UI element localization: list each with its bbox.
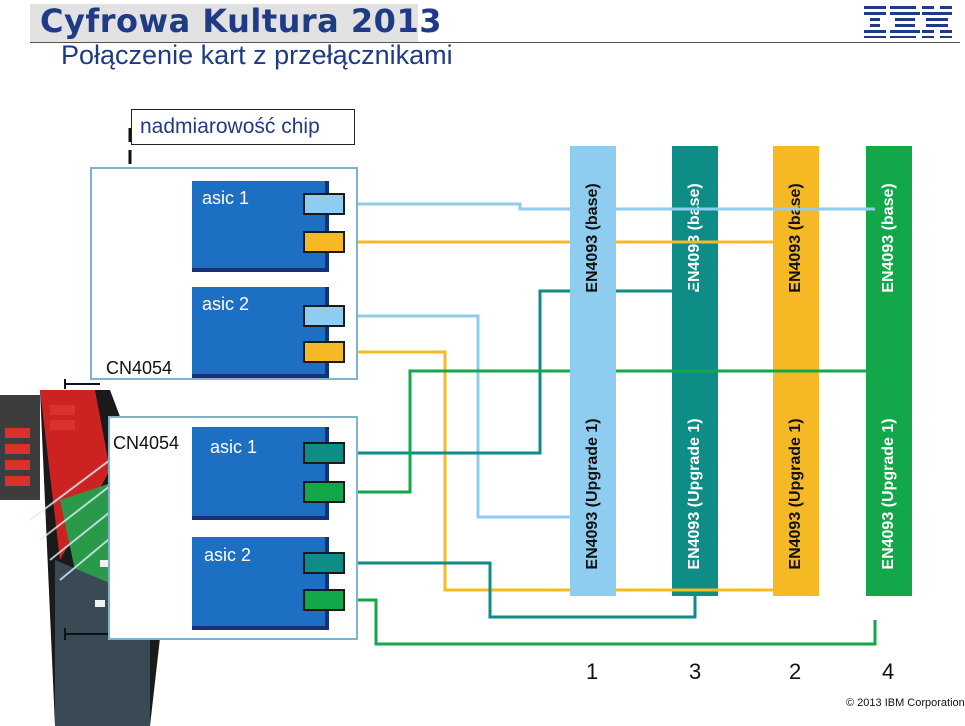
switch-number-2: 2 bbox=[789, 659, 802, 684]
bracket-card1 bbox=[64, 379, 100, 389]
asic-label: asic 2 bbox=[204, 545, 252, 565]
switch-1-base-label: EN4093 (base) bbox=[584, 183, 601, 293]
wire-c2a2-teal bbox=[345, 561, 695, 619]
asic-label: asic 1 bbox=[210, 437, 258, 457]
switch-column-1: EN4093 (base) EN4093 (Upgrade 1) bbox=[570, 146, 616, 596]
switch-2-base-label: EN4093 (base) bbox=[787, 183, 804, 293]
event-logo bbox=[30, 4, 418, 42]
card-1-asic-1-port-2 bbox=[303, 231, 345, 253]
card-1-label: CN4054 bbox=[106, 358, 173, 378]
page-title: Połączenie kart z przełącznikami bbox=[61, 40, 453, 70]
switch-column-4: EN4093 (base) EN4093 (Upgrade 1) bbox=[866, 146, 912, 596]
switch-1-upgrade-label: EN4093 (Upgrade 1) bbox=[584, 418, 601, 570]
switch-number-3: 3 bbox=[689, 659, 702, 684]
switch-3-upgrade-label: EN4093 (Upgrade 1) bbox=[686, 418, 703, 570]
card-2-asic-2: asic 2 bbox=[192, 537, 329, 630]
asic-label: asic 1 bbox=[202, 188, 250, 208]
switch-column-2: EN4093 (base) EN4093 (Upgrade 1) bbox=[773, 146, 819, 596]
switch-number-1: 1 bbox=[586, 659, 599, 684]
ibm-logo bbox=[864, 6, 952, 38]
switch-2-upgrade-label: EN4093 (Upgrade 1) bbox=[787, 418, 804, 570]
card-1-asic-2: asic 2 bbox=[192, 287, 329, 378]
card-2-asic-1-port-1 bbox=[303, 442, 345, 464]
wire-c1a2-orange bbox=[345, 350, 790, 592]
switch-4-base-label: EN4093 (base) bbox=[880, 183, 897, 293]
switch-3-base-label: EN4093 (base) bbox=[686, 183, 703, 293]
card-1-asic-2-port-1 bbox=[303, 305, 345, 327]
event-logo-text: Cyfrowa Kultura 2013 bbox=[40, 2, 442, 40]
header-divider bbox=[30, 42, 960, 43]
redundancy-label: nadmiarowość chip bbox=[131, 109, 355, 145]
wire-c1a2-blue bbox=[345, 314, 593, 519]
card-1-asic-1-port-1 bbox=[303, 193, 345, 215]
switch-column-3: EN4093 (base) EN4093 (Upgrade 1) bbox=[672, 146, 718, 596]
card-2-asic-1-port-2 bbox=[303, 481, 345, 503]
card-1-asic-2-port-2 bbox=[303, 341, 345, 363]
switch-number-4: 4 bbox=[882, 659, 895, 684]
card-2-asic-1: asic 1 bbox=[192, 427, 329, 520]
wire-c2a2-green bbox=[345, 598, 877, 646]
card-2-asic-2-port-1 bbox=[303, 552, 345, 574]
copyright-text: © 2013 IBM Corporation bbox=[846, 697, 965, 709]
switch-4-upgrade-label: EN4093 (Upgrade 1) bbox=[880, 418, 897, 570]
card-2-label: CN4054 bbox=[113, 433, 180, 453]
card-2-asic-2-port-2 bbox=[303, 589, 345, 611]
asic-label: asic 2 bbox=[202, 294, 250, 314]
